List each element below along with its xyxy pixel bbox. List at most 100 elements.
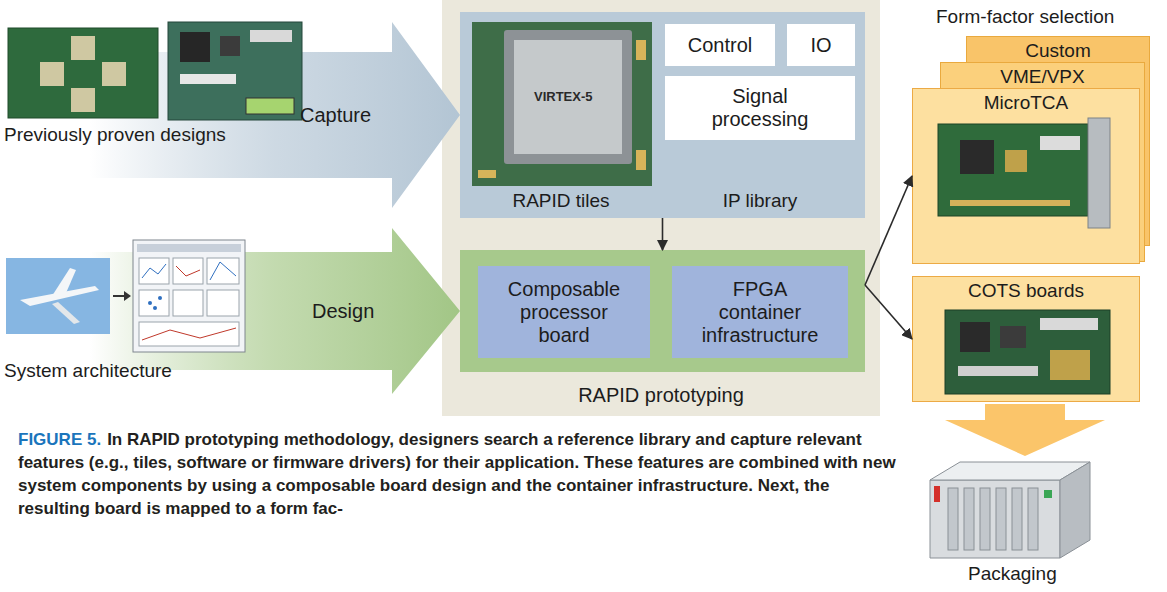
box-label: COTS boards: [968, 280, 1084, 302]
fpga-chip-photo: [472, 22, 652, 186]
panel-title: RAPID prototyping: [578, 384, 744, 407]
box-label: Signal processing: [695, 85, 825, 131]
box-label: Custom: [1025, 40, 1090, 62]
figure-number: FIGURE 5.: [18, 430, 101, 449]
chip-lid: [514, 40, 622, 154]
cots-photo: [945, 310, 1110, 394]
process-box: Composable processor board: [478, 266, 650, 358]
label-slot: VIRTEX-5: [534, 90, 593, 105]
connector-symbol: [180, 74, 236, 84]
box-label: FPGA container infrastructure: [695, 278, 825, 347]
connector-symbol: [1040, 318, 1098, 330]
chip-symbol: [1005, 150, 1027, 172]
plot-panel: [139, 322, 239, 346]
board-photo: [938, 124, 1088, 216]
text-slot: IP library: [723, 190, 798, 212]
text-slot: RAPID tiles: [512, 190, 609, 212]
chassis-illustration: [930, 462, 1090, 558]
chip-marking: VIRTEX-5: [534, 90, 593, 105]
chassis-front: [930, 480, 1060, 558]
chassis-slot: [1028, 488, 1038, 550]
box-label: MicroTCA: [984, 92, 1068, 114]
chip-symbol: [960, 322, 990, 352]
chassis-slot: [964, 488, 974, 550]
plot-panel: [139, 258, 169, 284]
box-label: Control: [688, 34, 752, 57]
arrow-label: Capture: [300, 104, 371, 127]
microtca-photo: [938, 118, 1110, 228]
chip-symbol: [220, 36, 240, 56]
board-panel: Composable processor board FPGA container…: [460, 250, 865, 372]
photo-caption: System architecture: [4, 360, 172, 382]
connector-symbol: [958, 366, 1038, 376]
plot-panel: [173, 290, 203, 316]
connector-symbol: [1040, 136, 1080, 150]
small-arrow: [113, 295, 124, 297]
process-box: FPGA container infrastructure: [672, 266, 848, 358]
packaging-arrow: [945, 404, 1105, 456]
caption-block: FIGURE 5.In RAPID prototyping methodolog…: [18, 428, 898, 520]
board-pad: [71, 88, 95, 112]
panel-title: IP library: [723, 190, 798, 212]
board-photo: [168, 22, 302, 120]
lcd-symbol: [246, 98, 294, 114]
plot-panel: [173, 258, 203, 284]
board-photo: [8, 28, 158, 118]
section-heading: Form-factor selection: [936, 6, 1114, 28]
photo-caption: Previously proven designs: [4, 124, 226, 146]
connector-symbol: [250, 30, 292, 42]
screen-bar: [137, 244, 241, 252]
chip-symbol: [960, 140, 994, 174]
board-photo: [472, 22, 652, 186]
panel-title: RAPID tiles: [512, 190, 609, 212]
proven-board-photo: [8, 28, 158, 118]
chassis-slot: [1012, 488, 1022, 550]
chassis-handle: [934, 486, 940, 502]
aircraft-symbol: [52, 302, 80, 324]
label-slot: Packaging: [968, 563, 1057, 585]
text-slot: RAPID prototyping: [578, 384, 744, 407]
dev-board-photo: [168, 22, 302, 120]
plot-dot: [158, 296, 162, 300]
box-label: VME/VPX: [1000, 66, 1084, 88]
sky-photo: [6, 258, 110, 334]
chip-symbol: [1000, 326, 1026, 348]
photo-caption: Packaging: [968, 563, 1057, 585]
plot-line: [142, 328, 236, 340]
board-part: [1050, 350, 1090, 380]
board-part: [636, 40, 646, 60]
faceplate: [1088, 118, 1110, 228]
plot-panel: [207, 258, 239, 284]
box-label: IO: [810, 34, 831, 57]
label-slot: System architecture: [4, 360, 172, 382]
chip-symbol: [180, 32, 210, 62]
edge-connector: [950, 200, 1070, 206]
figure-caption: In RAPID prototyping methodology, design…: [18, 430, 896, 518]
chassis-slot: [948, 488, 958, 550]
plot-dot: [153, 306, 157, 310]
aircraft-photo: [6, 258, 110, 334]
label-slot: Previously proven designs: [4, 124, 226, 146]
plot-line: [210, 262, 236, 280]
plot-panel: [139, 290, 169, 316]
label-slot: Design: [312, 300, 374, 323]
aircraft-symbol: [52, 268, 76, 296]
board-part: [478, 170, 496, 178]
arrow-label: Design: [312, 300, 374, 323]
screen-frame: [133, 240, 245, 352]
small-arrowhead: [124, 291, 131, 301]
chip-package: [504, 30, 632, 164]
board-pad: [102, 62, 126, 86]
board-part: [636, 150, 646, 170]
plot-line: [142, 264, 166, 278]
chassis-slot: [980, 488, 990, 550]
board-photo: [945, 310, 1110, 394]
analysis-screen: [133, 240, 245, 352]
label-slot: Form-factor selection: [936, 6, 1114, 28]
plot-dot: [148, 301, 152, 305]
plot-panel: [207, 290, 239, 316]
ip-block: Signal processing: [665, 76, 855, 140]
board-pad: [40, 62, 64, 86]
label-slot: Capture: [300, 104, 371, 127]
